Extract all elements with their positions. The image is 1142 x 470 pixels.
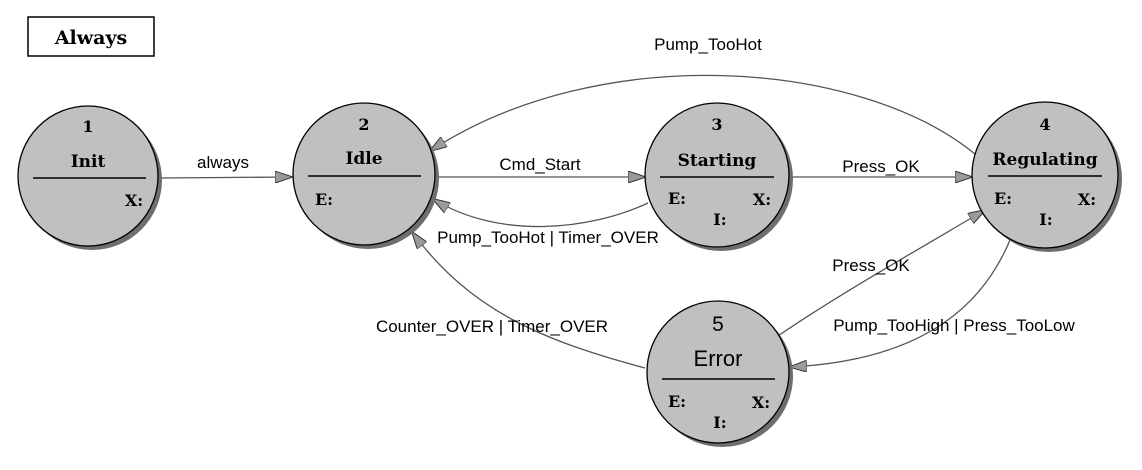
edge-regulating-idle [430,74,976,155]
state-idle-name: Idle [345,149,382,169]
state-error-entry: E: [668,392,686,411]
state-idle-number: 2 [358,115,369,134]
edge-error-idle [412,232,646,369]
state-init: 1 Init X: [17,105,162,250]
state-regulating-number: 4 [1039,115,1050,134]
state-init-number: 1 [82,117,93,136]
state-error-number: 5 [712,313,724,336]
label-starting-regulating: Press_OK [842,157,920,176]
edge-init-idle [159,177,292,178]
state-error-name: Error [694,346,743,371]
edge-regulating-error [790,239,1011,367]
state-regulating: 4 Regulating E: X: I: [971,101,1122,252]
state-starting-entry: E: [668,189,686,208]
state-starting-internal: I: [713,210,726,229]
state-error-exit: X: [752,393,770,412]
label-idle-starting: Cmd_Start [499,155,581,174]
state-regulating-exit: X: [1078,190,1096,209]
state-regulating-internal: I: [1039,210,1052,229]
state-starting-exit: X: [753,190,771,209]
label-error-idle: Counter_OVER | Timer_OVER [376,317,608,336]
state-starting: 3 Starting E: X: I: [644,102,793,251]
state-init-name: Init [71,152,106,172]
state-idle: 2 Idle E: [292,102,439,249]
state-starting-name: Starting [678,151,757,171]
always-title-box: Always [27,16,155,57]
state-error-internal: I: [713,413,726,432]
label-starting-idle: Pump_TooHot | Timer_OVER [437,228,659,247]
label-regulating-error: Pump_TooHigh | Press_TooLow [833,316,1075,335]
state-init-exit: X: [125,191,143,210]
state-idle-entry: E: [315,190,333,209]
label-regulating-idle: Pump_TooHot [654,35,762,54]
label-error-regulating: Press_OK [832,256,910,275]
edge-starting-idle [433,199,649,228]
state-regulating-name: Regulating [992,150,1097,170]
edge-error-regulating [774,210,985,339]
state-regulating-entry: E: [994,189,1012,208]
state-starting-number: 3 [711,115,722,134]
state-error: 5 Error E: X: I: [646,300,793,447]
label-init-idle: always [197,153,249,172]
page-title: Always [54,27,127,49]
